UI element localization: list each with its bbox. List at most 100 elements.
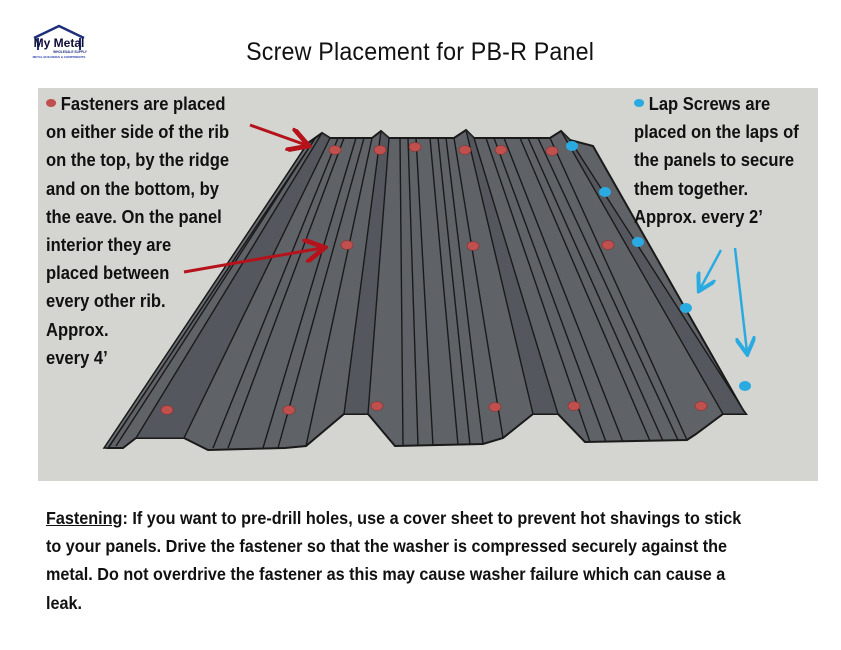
lap-screws-legend-text: Lap Screws are xyxy=(648,94,771,114)
fastener-dot xyxy=(373,145,387,155)
fastener-dot xyxy=(458,145,472,155)
fastener-dot xyxy=(370,401,384,411)
panel-diagram: Fasteners are placed on either side of th… xyxy=(38,88,818,481)
panel-rib-line xyxy=(527,137,664,442)
fasteners-legend-line: placed between xyxy=(46,259,229,287)
panel-rib-line xyxy=(212,137,339,449)
panel-rib-line xyxy=(367,137,390,415)
fasteners-legend: Fasteners are placed on either side of th… xyxy=(46,90,245,372)
panel-rib-line xyxy=(305,137,373,447)
blue-arrow-1 xyxy=(700,249,723,289)
lap-screw-dot xyxy=(739,381,751,391)
lap-screws-legend: Lap Screws are placed on the laps of the p… xyxy=(634,90,813,231)
panel-rib-line xyxy=(465,129,534,415)
rib-face xyxy=(344,131,389,414)
fastener-dot xyxy=(282,405,296,415)
fasteners-legend-line: every 4’ xyxy=(46,344,229,372)
fasteners-legend-line: and on the bottom, by xyxy=(46,175,229,203)
fasteners-legend-line: on either side of the rib xyxy=(46,118,229,146)
panel-rib-line xyxy=(549,137,688,441)
panel-rib-line xyxy=(415,137,434,447)
panel-rib-line xyxy=(407,137,419,447)
fastener-marker-icon xyxy=(46,99,57,108)
panel-lap-flange xyxy=(102,138,317,449)
my-metal-logo: My Metal WHOLESALE SUPPLY METAL BUILDING… xyxy=(30,24,88,62)
fasteners-legend-text: placed between xyxy=(46,263,170,284)
panel-rib-line xyxy=(115,139,315,447)
panel-rib-line xyxy=(473,137,559,415)
fastener-dot xyxy=(466,241,480,251)
lap-screws-legend-text: placed on the laps of xyxy=(634,122,799,143)
rib-face xyxy=(466,130,558,414)
fastener-dot xyxy=(160,405,174,415)
fastening-heading: Fastening xyxy=(46,508,123,528)
panel-rib-line xyxy=(493,137,607,443)
fasteners-legend-text: on either side of the rib xyxy=(46,122,230,143)
panel-rib-line xyxy=(227,137,345,449)
fastener-dot xyxy=(494,145,508,155)
lap-screw-dot xyxy=(632,237,644,247)
lap-screws-legend-line: Approx. every 2’ xyxy=(634,203,799,231)
panel-rib-line xyxy=(569,139,747,415)
fastening-line-4: leak. xyxy=(46,592,83,613)
panel-rib-line xyxy=(537,137,679,441)
panel-rib-line xyxy=(453,137,504,439)
lap-screws-legend-text: them together. xyxy=(634,178,749,199)
fasteners-legend-line: Approx. xyxy=(46,316,229,344)
fasteners-legend-line: on the top, by the ridge xyxy=(46,146,229,174)
lap-screws-legend-line: the panels to secure xyxy=(634,146,799,174)
panel-rib-line xyxy=(560,130,724,415)
lap-screws-legend-text: Approx. every 2’ xyxy=(634,206,763,227)
fasteners-legend-text: Approx. xyxy=(46,319,109,340)
panel-rib-line xyxy=(485,137,591,443)
fasteners-legend-text: every 4’ xyxy=(46,347,108,368)
fasteners-legend-line: interior they are xyxy=(46,231,229,259)
fastening-instructions: Fastening: If you want to pre-drill hole… xyxy=(46,504,826,617)
panel-rib-line xyxy=(519,137,651,442)
fastener-dot xyxy=(601,240,615,250)
fastening-line-2: to your panels. Drive the fastener so th… xyxy=(46,536,728,557)
panel-rib-line xyxy=(445,137,484,445)
fasteners-legend-text: the eave. On the panel xyxy=(46,206,222,227)
panel-rib-line xyxy=(437,137,471,446)
fastener-dot xyxy=(545,146,559,156)
fastener-dot xyxy=(408,142,422,152)
rib-face xyxy=(136,133,330,438)
fastener-dot xyxy=(567,401,581,411)
fastener-dot xyxy=(488,402,502,412)
fasteners-legend-line: every other rib. xyxy=(46,287,229,315)
lap-screw-marker-icon xyxy=(634,99,645,108)
panel-rib-line xyxy=(262,137,357,449)
fastening-line-3: metal. Do not overdrive the fastener as … xyxy=(46,564,726,585)
fasteners-legend-text: every other rib. xyxy=(46,291,166,312)
fastener-dot xyxy=(694,401,708,411)
panel-rib-line xyxy=(277,137,365,449)
panel-rib-line xyxy=(343,130,382,415)
lap-screw-dot xyxy=(680,303,692,313)
logo-tagline-2: METAL BUILDINGS & COMPONENTS xyxy=(33,55,86,59)
panel-rib-line xyxy=(503,137,624,443)
panel-diagram-svg xyxy=(102,123,818,452)
fasteners-legend-text: interior they are xyxy=(46,235,172,256)
panel-rib-line xyxy=(429,137,459,446)
fasteners-legend-line: the eave. On the panel xyxy=(46,203,229,231)
fasteners-legend-line: Fasteners are placed xyxy=(46,90,229,118)
page-title-text: Screw Placement for PB-R Panel xyxy=(246,38,595,66)
fasteners-legend-text: on the top, by the ridge xyxy=(46,150,230,171)
fastening-text-1: : If you want to pre-drill holes, use a … xyxy=(122,508,742,528)
blue-arrow-2 xyxy=(733,247,747,352)
fasteners-legend-text: and on the bottom, by xyxy=(46,178,219,199)
red-arrow-interior xyxy=(183,248,322,274)
logo-tagline-1: WHOLESALE SUPPLY xyxy=(53,50,88,54)
lap-screw-dot xyxy=(599,187,611,197)
lap-screws-legend-text: the panels to secure xyxy=(634,150,795,171)
panel-rib-line xyxy=(135,132,323,439)
red-arrow-top xyxy=(249,123,306,145)
fastening-line-1: Fastening: If you want to pre-drill hole… xyxy=(46,504,768,532)
lap-screws-legend-line: them together. xyxy=(634,175,799,203)
page-title: Screw Placement for PB-R Panel xyxy=(0,38,841,67)
fasteners-legend-text: Fasteners are placed xyxy=(60,94,226,114)
logo-brand-text: My Metal xyxy=(34,36,85,50)
panel-rib-line xyxy=(399,137,404,447)
lap-screws-legend-line: Lap Screws are xyxy=(634,90,799,118)
